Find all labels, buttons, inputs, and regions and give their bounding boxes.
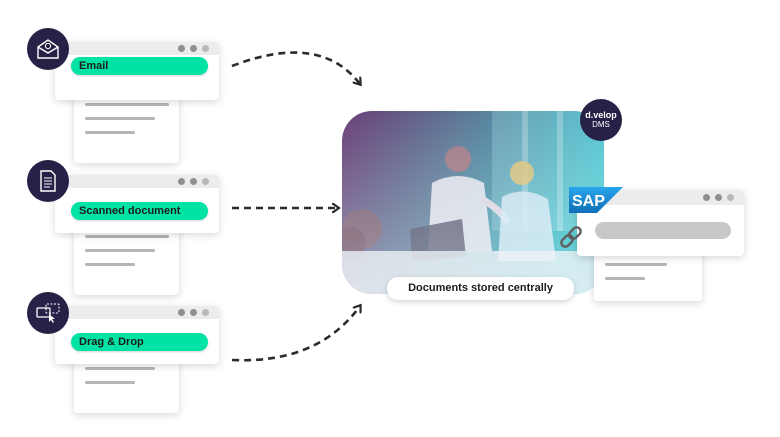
dragdrop-window: Drag & Drop	[55, 306, 219, 364]
arrow-dragdrop	[231, 306, 360, 362]
email-window: Email	[55, 42, 219, 100]
sap-placeholder-field	[595, 222, 731, 239]
sap-logo-text: SAP	[572, 193, 605, 210]
email-document-card	[74, 93, 179, 163]
scanned-document-card	[74, 225, 179, 295]
arrow-email	[231, 51, 360, 84]
document-icon	[27, 160, 69, 202]
email-label: Email	[71, 57, 208, 75]
envelope-icon	[27, 28, 69, 70]
drag-drop-icon	[27, 292, 69, 334]
central-caption: Documents stored centrally	[387, 277, 574, 300]
dms-badge-line2: DMS	[592, 120, 610, 129]
dms-badge-line1: d.velop	[585, 110, 617, 120]
scanned-label: Scanned document	[71, 202, 208, 220]
dvelop-dms-badge: d.velop DMS	[580, 99, 622, 141]
chain-link-icon	[560, 226, 582, 248]
scanned-window: Scanned document	[55, 175, 219, 233]
office-photo	[342, 111, 604, 294]
sap-window	[577, 190, 744, 256]
dragdrop-label: Drag & Drop	[71, 333, 208, 351]
sap-logo: SAP	[569, 187, 623, 213]
